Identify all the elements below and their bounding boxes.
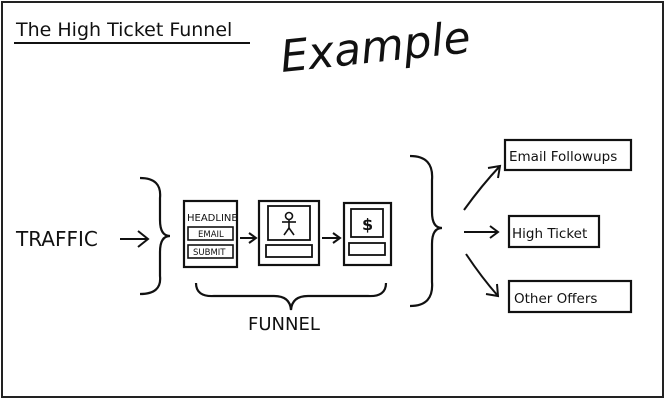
arrow-to-high-ticket	[464, 225, 500, 239]
outcome-email-followups: Email Followups	[503, 138, 633, 172]
sales-cta-button	[265, 244, 313, 258]
person-icon	[282, 211, 296, 236]
outcome-high-ticket: High Ticket	[507, 214, 601, 249]
arrow-to-other-offers	[465, 253, 500, 298]
optin-headline: HEADLINE	[187, 213, 238, 224]
left-brace	[139, 176, 171, 296]
funnel-brace	[194, 282, 388, 311]
optin-email-field	[187, 226, 234, 241]
outcome-other-offers-label: Other Offers	[514, 291, 597, 307]
outcome-email-followups-label: Email Followups	[509, 149, 617, 165]
order-frame	[350, 208, 384, 238]
traffic-arrow	[120, 230, 150, 248]
example-label: Example	[278, 12, 473, 83]
arrow-sales-to-order	[322, 232, 342, 244]
order-page: $	[342, 201, 393, 267]
optin-page: HEADLINE EMAIL SUBMIT	[182, 199, 239, 269]
optin-submit-button	[187, 244, 234, 259]
sales-page	[257, 199, 321, 267]
funnel-label: FUNNEL	[248, 314, 320, 335]
right-brace	[409, 154, 443, 308]
outcome-other-offers: Other Offers	[507, 279, 633, 314]
optin-submit-label: SUBMIT	[193, 248, 226, 258]
traffic-label: TRAFFIC	[15, 227, 98, 251]
dollar-icon: $	[362, 215, 373, 234]
arrow-to-email-followups	[463, 164, 502, 211]
outcome-high-ticket-label: High Ticket	[512, 226, 587, 242]
optin-email-label: EMAIL	[198, 230, 224, 240]
arrow-optin-to-sales	[240, 232, 258, 244]
page-title: The High Ticket Funnel	[15, 19, 232, 41]
order-button	[348, 242, 386, 256]
